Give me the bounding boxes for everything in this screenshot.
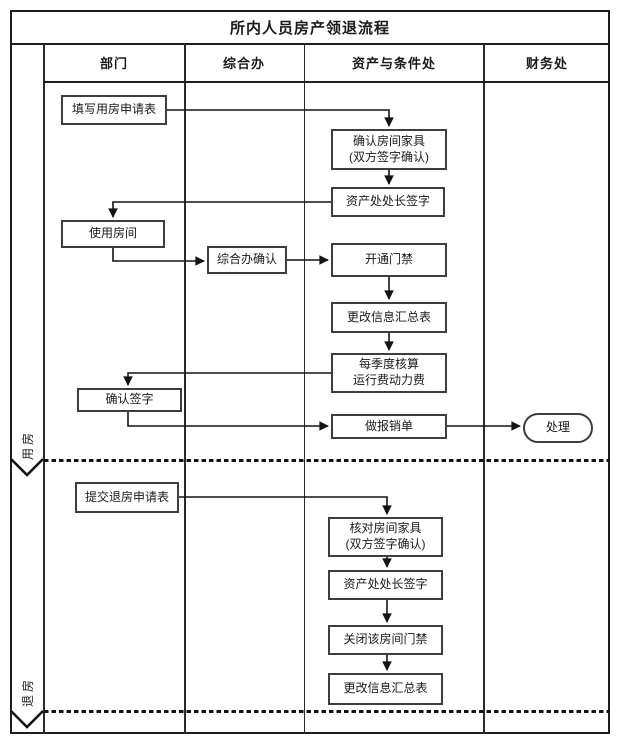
node-director-signature-1: 资产处处长签字 bbox=[331, 187, 445, 217]
node-director-signature-2: 资产处处长签字 bbox=[328, 570, 443, 600]
diagram-title: 所内人员房产领退流程 bbox=[229, 20, 390, 37]
column-header-assets-office: 资产与条件处 bbox=[351, 56, 436, 71]
node-quarterly-line1: 每季度核算 bbox=[358, 357, 419, 372]
node-confirm-furniture-line1: 确认房间家具 bbox=[352, 133, 425, 148]
header-separator bbox=[44, 81, 610, 83]
column-header-department: 部门 bbox=[99, 56, 128, 71]
node-check-furniture-line2: (双方签字确认) bbox=[345, 537, 426, 551]
phase-separator-1 bbox=[44, 459, 610, 462]
node-update-summary-1: 更改信息汇总表 bbox=[331, 302, 447, 333]
title-separator bbox=[10, 43, 610, 45]
lane-label-return-room: 退房 bbox=[20, 677, 35, 708]
outer-border bbox=[10, 10, 610, 734]
lane-label-use-room: 用房 bbox=[20, 430, 35, 461]
phase-separator-2 bbox=[44, 710, 610, 713]
node-confirm-furniture-line2: (双方签字确认) bbox=[349, 149, 429, 164]
node-confirm-signature: 确认签字 bbox=[77, 388, 182, 412]
node-quarterly-accounting: 每季度核算 运行费动力费 bbox=[331, 353, 447, 393]
column-line-3 bbox=[483, 44, 485, 734]
node-close-door-access: 关闭该房间门禁 bbox=[328, 625, 443, 655]
node-process-terminal: 处理 bbox=[523, 413, 593, 443]
column-header-finance-office: 财务处 bbox=[525, 56, 568, 71]
node-fill-application: 填写用房申请表 bbox=[61, 95, 167, 125]
lane-column-line bbox=[43, 44, 45, 734]
node-check-furniture-line1: 核对房间家具 bbox=[349, 521, 422, 536]
node-update-summary-2: 更改信息汇总表 bbox=[328, 673, 443, 705]
node-confirm-furniture: 确认房间家具 (双方签字确认) bbox=[331, 129, 447, 170]
node-check-furniture: 核对房间家具 (双方签字确认) bbox=[328, 517, 443, 557]
column-header-general-office: 综合办 bbox=[222, 56, 265, 71]
node-use-room: 使用房间 bbox=[61, 220, 165, 248]
column-line-2 bbox=[303, 44, 305, 734]
node-office-confirm: 综合办确认 bbox=[207, 246, 287, 274]
node-open-door-access: 开通门禁 bbox=[331, 243, 447, 277]
column-line-1 bbox=[184, 44, 186, 734]
node-quarterly-line2: 运行费动力费 bbox=[352, 373, 425, 387]
node-submit-return-application: 提交退房申请表 bbox=[75, 482, 179, 513]
node-make-reimbursement: 做报销单 bbox=[331, 414, 447, 439]
